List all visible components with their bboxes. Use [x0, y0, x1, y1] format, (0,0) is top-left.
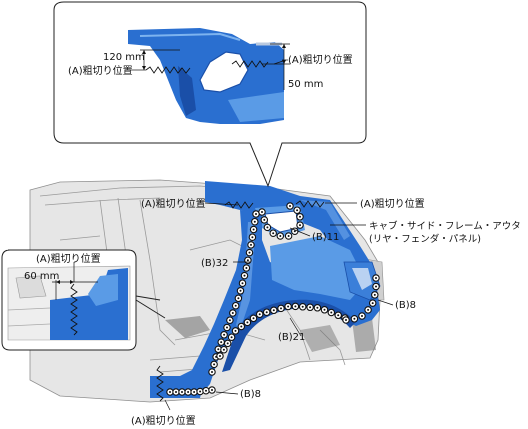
spot-weld-b21-center: [252, 317, 255, 320]
spot-weld-b32-center: [226, 326, 228, 329]
dimension-50mm: 50 mm: [288, 79, 323, 90]
spot-weld-b8-bottom-center: [187, 391, 190, 393]
spot-weld-b21-center: [246, 321, 249, 324]
spot-weld-b11-center: [263, 218, 266, 221]
spot-weld-b32-center: [217, 348, 220, 351]
label-rough-cut-left-callout: (A)粗切り位置: [36, 252, 101, 265]
spot-weld-b32-center: [237, 297, 240, 300]
spot-weld-b32-center: [255, 213, 257, 215]
spot-weld-b21-center: [316, 306, 319, 309]
spot-weld-b8-right-center: [361, 315, 363, 317]
spot-weld-b32-center: [231, 312, 234, 314]
spot-weld-b8-right-center: [375, 277, 377, 279]
spot-weld-b11-center: [266, 226, 269, 229]
label-rough-cut-detail-right: (A)粗切り位置: [288, 53, 353, 66]
spot-weld-b11-center: [272, 232, 275, 235]
top-detail-callout: 120 mm (A)粗切り位置 (A)粗切り位置 50 mm: [53, 1, 367, 188]
label-weld-b11: (B)11: [312, 232, 339, 243]
rough-cut-lines: [156, 200, 325, 402]
spot-weld-b21-center: [222, 348, 225, 351]
label-weld-b21: (B)21: [278, 332, 305, 343]
spot-weld-b21-center: [287, 305, 290, 308]
spot-weld-b32-center: [253, 220, 256, 223]
spot-weld-b8-right-center: [367, 308, 370, 311]
label-weld-b8-bottom: (B)8: [240, 389, 261, 400]
spot-weld-b32-center: [241, 282, 244, 285]
spot-weld-b21-center: [272, 309, 275, 312]
spot-weld-b32-center: [220, 341, 223, 344]
spot-weld-b8-right-center: [371, 302, 374, 305]
spot-weld-b11-center: [279, 235, 282, 237]
spot-weld-b21-center: [337, 314, 340, 317]
spot-weld-b32-center: [213, 363, 216, 366]
spot-weld-b21-center: [294, 305, 297, 308]
spot-weld-b21-center: [234, 329, 237, 332]
left-detail-panel: [7, 265, 131, 341]
label-rough-cut-upper-left: (A)粗切り位置: [141, 197, 206, 210]
spot-weld-b32-center: [239, 289, 242, 292]
spot-weld-b21-center: [330, 311, 333, 314]
top-detail-panel: [128, 28, 284, 124]
spot-weld-b21-center: [226, 342, 229, 345]
dimension-60mm: 60 mm: [24, 271, 59, 282]
label-panel-name-sub: (リヤ・フェンダ・パネル): [369, 233, 481, 245]
spot-weld-b8-bottom-center: [181, 391, 183, 393]
spot-weld-b11-center: [296, 209, 299, 212]
spot-weld-b21-center: [309, 306, 312, 309]
spot-weld-b21-center: [219, 355, 221, 357]
label-panel-name: キャブ・サイド・フレーム・アウタ: [369, 220, 521, 232]
spot-weld-b32-center: [248, 251, 251, 254]
label-weld-b32: (B)32: [201, 258, 228, 269]
spot-weld-b32-center: [234, 304, 237, 307]
spot-weld-b32-center: [228, 319, 231, 322]
label-rough-cut-upper-right: (A)粗切り位置: [360, 197, 425, 210]
spot-weld-b8-bottom-center: [193, 391, 196, 393]
spot-weld-b21-center: [301, 305, 304, 308]
spot-weld-b32-center: [250, 243, 252, 246]
spot-weld-b8-right-center: [375, 285, 377, 288]
spot-weld-b21-center: [265, 311, 268, 314]
spot-weld-b21-center: [240, 325, 243, 328]
spot-weld-b32-center: [223, 333, 226, 336]
label-rough-cut-bottom: (A)粗切り位置: [131, 414, 196, 427]
spot-weld-b32-center: [246, 259, 249, 262]
spot-weld-b32-center: [251, 236, 254, 239]
spot-weld-b8-bottom-center: [211, 389, 213, 391]
spot-weld-b21-center: [323, 308, 326, 311]
spot-weld-b8-bottom-center: [199, 390, 202, 393]
spot-weld-b32-center: [211, 371, 213, 373]
spot-weld-b32-center: [245, 267, 248, 269]
spot-weld-b32-center: [252, 228, 255, 231]
spot-welds: [166, 202, 380, 396]
spot-weld-b8-right-center: [373, 293, 376, 296]
spot-weld-b8-bottom-center: [169, 391, 171, 393]
spot-weld-b11-center: [299, 215, 301, 218]
spot-weld-b21-center: [258, 313, 261, 316]
label-weld-b8-right: (B)8: [395, 300, 416, 311]
spot-weld-b11-center: [287, 235, 290, 237]
spot-weld-b11-center: [293, 230, 296, 233]
spot-weld-b21-center: [280, 307, 282, 310]
left-detail-callout: (A)粗切り位置 60 mm: [1, 249, 166, 351]
label-rough-cut-detail-left: (A)粗切り位置: [68, 64, 133, 77]
main-labels: (A)粗切り位置 (A)粗切り位置 キャブ・サイド・フレーム・アウタ (リヤ・フ…: [131, 197, 521, 427]
dimension-120mm: 120 mm: [103, 52, 145, 63]
spot-weld-b32-center: [243, 274, 246, 277]
spot-weld-b8-bottom-center: [175, 391, 177, 393]
spot-weld-b8-right-center: [353, 317, 356, 320]
spot-weld-b11-center: [261, 211, 263, 213]
spot-weld-b8-bottom-center: [205, 389, 207, 392]
spot-weld-b11-center: [299, 224, 301, 227]
spot-weld-b8-right-center: [345, 319, 347, 321]
spot-weld-b11-center: [289, 205, 291, 207]
leader-lines: [164, 202, 394, 411]
spot-weld-b21-center: [230, 336, 233, 339]
